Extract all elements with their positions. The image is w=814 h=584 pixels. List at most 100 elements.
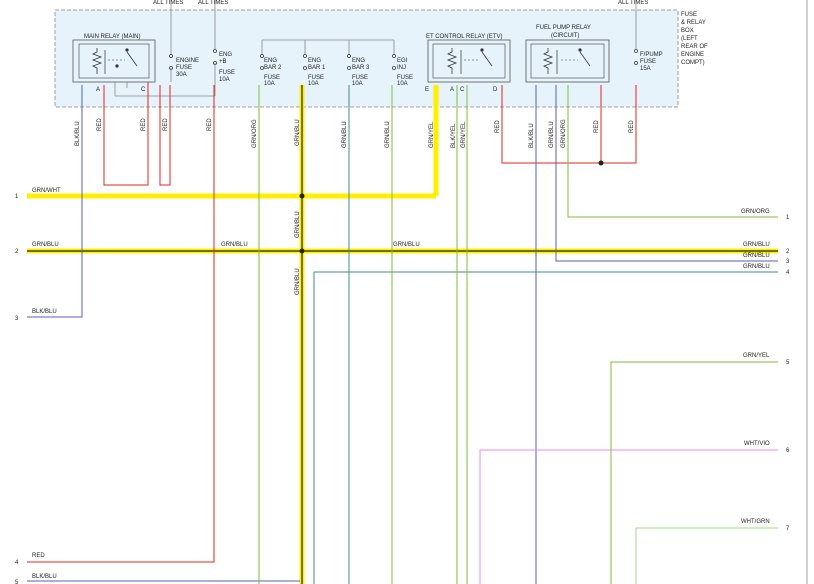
svg-text:10A: 10A [219,77,230,83]
right-connectors: GRN/ORG 1 GRN/BLU 2 GRN/BLU 3 GRN/BLU 4 … [741,209,790,532]
svg-text:RED: RED [495,120,501,133]
svg-text:+B: +B [219,59,227,65]
right-label-2: GRN/BLU [743,242,770,248]
svg-text:BLK/BLU: BLK/BLU [75,121,81,146]
bus-label-2: GRN/BLU [393,242,420,248]
bus-label-1: GRN/BLU [221,242,248,248]
svg-text:ENG: ENG [308,58,321,64]
left-pin-1: 1 [15,194,19,200]
right-label-1: GRN/ORG [741,209,770,215]
fuse-symbols [169,49,638,70]
fp-relay-label-1: FUEL PUMP RELAY [536,25,591,31]
right-pin-2: 2 [786,249,790,255]
svg-text:ENGINE: ENGINE [681,52,704,58]
svg-text:RED: RED [141,118,147,131]
pin-d-fp: D [493,87,498,93]
splice-red [598,160,604,166]
svg-text:BAR 3: BAR 3 [352,65,370,71]
right-label-3: GRN/BLU [743,253,770,259]
svg-text:GRN/BLU: GRN/BLU [549,121,555,148]
svg-text:10A: 10A [308,81,319,87]
svg-text:ENG: ENG [264,58,277,64]
svg-text:ENG: ENG [352,58,365,64]
teal-wires [313,85,778,584]
svg-text:ENGINE: ENGINE [176,58,199,64]
internal-wiring [114,63,216,97]
pin-c-main: C [141,87,146,93]
fuse-egi-inj: EGI INJ FUSE 10A [397,58,413,87]
svg-text:INJ: INJ [397,65,406,71]
svg-text:RED: RED [629,120,635,133]
left-pin-5: 5 [15,580,19,584]
right-pin-7: 7 [786,526,790,532]
main-relay-label: MAIN RELAY (MAIN) [84,34,140,40]
svg-text:BLK/BLU: BLK/BLU [529,123,535,148]
right-pin-1: 1 [786,215,790,221]
svg-text:10A: 10A [352,81,363,87]
left-pin-2: 2 [15,249,19,255]
green-wires [258,85,778,584]
svg-text:COMPT): COMPT) [681,60,705,66]
svg-text:GRN/BLU: GRN/BLU [295,268,301,295]
lightgreen-wire [635,527,778,584]
svg-text:BAR 1: BAR 1 [308,65,326,71]
fuse-eng-bar2: ENG BAR 2 FUSE 10A [264,58,282,87]
right-label-4: GRN/BLU [743,264,770,270]
svg-text:F/PUMP: F/PUMP [640,52,663,58]
left-pin-3: 3 [15,316,19,322]
svg-text:REAR OF: REAR OF [681,44,708,50]
fuse-box-title: FUSE & RELAY BOX (LEFT REAR OF ENGINE CO… [681,12,708,66]
right-pin-3: 3 [786,259,790,265]
splice-1 [299,193,305,199]
pin-e-et: E [425,87,429,93]
svg-text:FUSE: FUSE [264,75,280,81]
left-connectors: 1 GRN/WHT 2 GRN/BLU 3 BLK/BLU 4 RED 5 BL… [15,188,61,584]
svg-text:RED: RED [163,118,169,131]
svg-text:30A: 30A [176,72,187,78]
main-relay: MAIN RELAY (MAIN) [72,34,156,83]
svg-text:RED: RED [594,120,600,133]
pin-a-main: A [96,87,100,93]
svg-text:GRN/ORG: GRN/ORG [252,119,258,148]
svg-text:GRN/BLU: GRN/BLU [342,121,348,148]
left-label-4: RED [32,553,45,559]
supply-lines [170,0,637,55]
left-pin-4: 4 [15,560,19,566]
svg-text:FUSE: FUSE [681,12,697,18]
svg-text:RED: RED [97,118,103,131]
top-label-3: ALL TIMES [618,0,648,6]
fuse-fpump-15a: F/PUMP FUSE 15A [640,52,663,72]
svg-text:& RELAY: & RELAY [681,20,706,26]
right-pin-6: 6 [786,448,790,454]
fuse-engine-30a: ENGINE FUSE 30A [176,58,199,78]
et-control-relay: ET CONTROL RELAY (ETV) [426,34,511,83]
right-pin-4: 4 [786,270,790,276]
fuse-eng-b-10a: ENG +B FUSE 10A [219,52,235,83]
svg-text:GRN/BLU: GRN/BLU [295,211,301,238]
top-label-1: ALL TIMES [153,0,183,6]
svg-text:FUSE: FUSE [308,75,324,81]
fuse-eng-bar1: ENG BAR 1 FUSE 10A [308,58,326,87]
svg-text:FUSE: FUSE [352,75,368,81]
highlight-cores [27,85,778,584]
splice-2 [299,248,305,254]
right-label-5: GRN/YEL [743,353,770,359]
right-pin-5: 5 [786,360,790,366]
svg-text:FUSE: FUSE [219,70,235,76]
left-label-5: BLK/BLU [32,574,57,580]
svg-text:(LEFT: (LEFT [681,36,698,42]
blue-wires [27,85,778,584]
highlight-wires [27,85,778,584]
svg-text:BLK/YEL: BLK/YEL [451,123,457,148]
svg-text:GRN/YEL: GRN/YEL [429,121,435,148]
svg-text:FUSE: FUSE [397,75,413,81]
pin-c-et: C [460,87,465,93]
left-label-1: GRN/WHT [32,188,61,194]
red-wires [27,82,637,563]
svg-text:BAR 2: BAR 2 [264,65,282,71]
svg-text:10A: 10A [397,81,408,87]
fuel-pump-relay: FUEL PUMP RELAY (CIRCUIT) [525,25,610,83]
fuse-relay-box [54,9,679,108]
et-relay-label: ET CONTROL RELAY (ETV) [426,34,502,40]
